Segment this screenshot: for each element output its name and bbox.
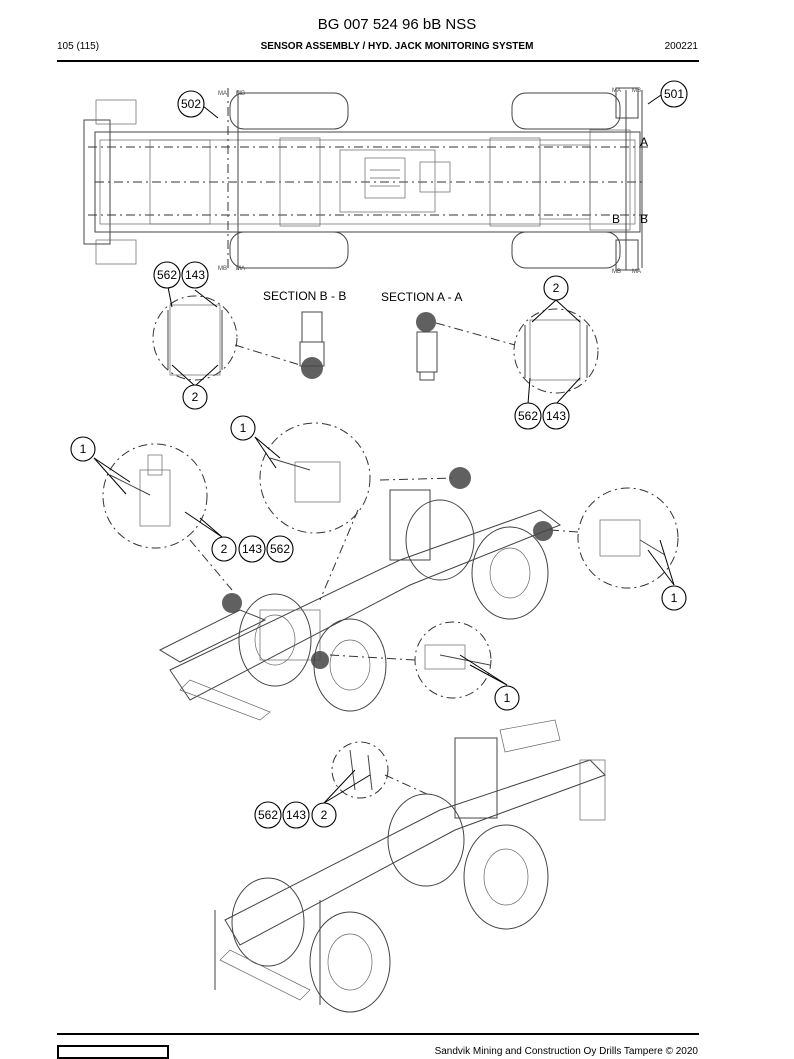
svg-text:MA: MA [632,269,641,275]
cut-label-a: A [640,135,648,149]
cut-label-b-left: B [612,212,620,226]
svg-text:1: 1 [240,421,247,435]
svg-text:MB: MB [612,269,621,275]
svg-text:1: 1 [504,691,511,705]
header-rule [57,60,699,62]
svg-text:143: 143 [286,808,306,822]
leader-lines [93,94,675,804]
svg-text:502: 502 [181,97,201,111]
callout-1: 1 [661,585,687,611]
callout-501: 501 [660,80,688,108]
page-title: SENSOR ASSEMBLY / HYD. JACK MONITORING S… [260,41,534,52]
callout-2: 2 [211,536,237,562]
svg-text:MA: MA [218,91,227,97]
footer-rule [57,1033,699,1035]
callout-562: 562 [266,535,294,563]
document-date: 200221 [664,41,698,52]
svg-text:MB: MB [632,88,641,94]
document-number: BG 007 524 96 bB NSS [317,16,477,33]
callout-2: 2 [311,802,337,828]
callout-bubbles: 501 502 562 143 2 2 562 143 1 1 2 143 56… [70,80,688,829]
page-number: 105 (115) [57,41,100,52]
svg-text:1: 1 [80,442,87,456]
svg-text:562: 562 [258,808,278,822]
callout-143: 143 [181,261,209,289]
svg-text:562: 562 [270,542,290,556]
svg-text:2: 2 [321,808,328,822]
callout-1: 1 [494,685,520,711]
cut-label-b-right: B [640,212,648,226]
svg-text:1: 1 [671,591,678,605]
svg-text:2: 2 [553,281,560,295]
chassis-top-view: MA MB MB MA MA MB MB MA A B B [83,87,650,275]
callout-143: 143 [542,402,570,430]
svg-text:MA: MA [612,88,621,94]
callout-143: 143 [282,801,310,829]
section-aa-label: SECTION A - A [381,290,462,304]
section-views: SECTION B - B SECTION A - A [152,289,599,394]
svg-text:2: 2 [221,542,228,556]
brand-logo [57,1045,169,1059]
svg-text:501: 501 [664,87,684,101]
svg-text:143: 143 [242,542,262,556]
svg-text:MB: MB [236,91,245,97]
callout-1: 1 [70,436,96,462]
callout-562: 562 [153,261,181,289]
callout-1: 1 [230,415,256,441]
svg-text:562: 562 [518,409,538,423]
section-bb-label: SECTION B - B [263,289,346,303]
callout-2: 2 [543,275,569,301]
svg-text:MA: MA [236,266,245,272]
copyright-text: Sandvik Mining and Construction Oy Drill… [434,1046,698,1057]
svg-text:MB: MB [218,266,227,272]
callout-143: 143 [238,535,266,563]
isometric-view-bottom [214,719,606,1013]
callout-562: 562 [514,402,542,430]
callout-562: 562 [254,801,282,829]
svg-text:562: 562 [157,268,177,282]
isometric-view-middle [102,422,679,721]
svg-text:143: 143 [185,268,205,282]
callout-502: 502 [177,90,205,118]
svg-text:2: 2 [192,390,199,404]
svg-text:143: 143 [546,409,566,423]
callout-2: 2 [182,384,208,410]
